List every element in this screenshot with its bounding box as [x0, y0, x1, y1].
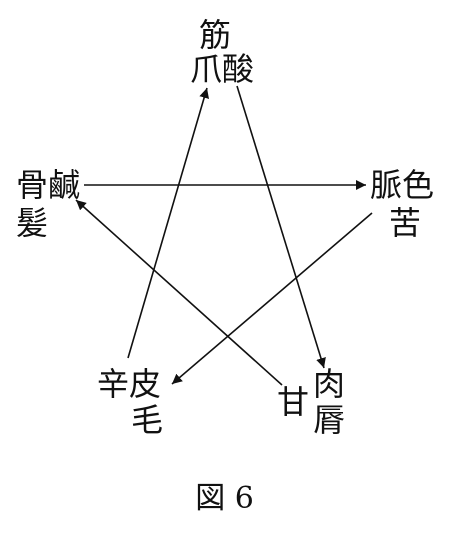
- node-top-line2: 爪酸: [190, 50, 255, 88]
- arrow-top-to-bottomright: [236, 85, 326, 369]
- arrow-bottomleft-to-top: [127, 87, 209, 359]
- node-right-line2: 苦: [389, 204, 422, 242]
- node-bottomleft-line2: 毛: [131, 401, 164, 439]
- node-bottomleft-line1: 辛皮: [97, 365, 162, 403]
- arrow-bottomright-to-left: [75, 199, 283, 386]
- node-bottomright-side: 甘: [277, 383, 310, 421]
- node-left-line1: 骨鹹: [16, 166, 81, 204]
- figure-caption: 図 6: [195, 481, 254, 516]
- node-left-line2: 髪: [16, 204, 49, 242]
- node-top-line1: 筋: [199, 16, 232, 54]
- node-bottomright-line1: 肉: [313, 365, 346, 403]
- arrow-right-to-bottomleft: [171, 212, 373, 385]
- node-bottomright-line2: 脣: [313, 401, 346, 439]
- node-right-line1: 脈色: [370, 166, 435, 204]
